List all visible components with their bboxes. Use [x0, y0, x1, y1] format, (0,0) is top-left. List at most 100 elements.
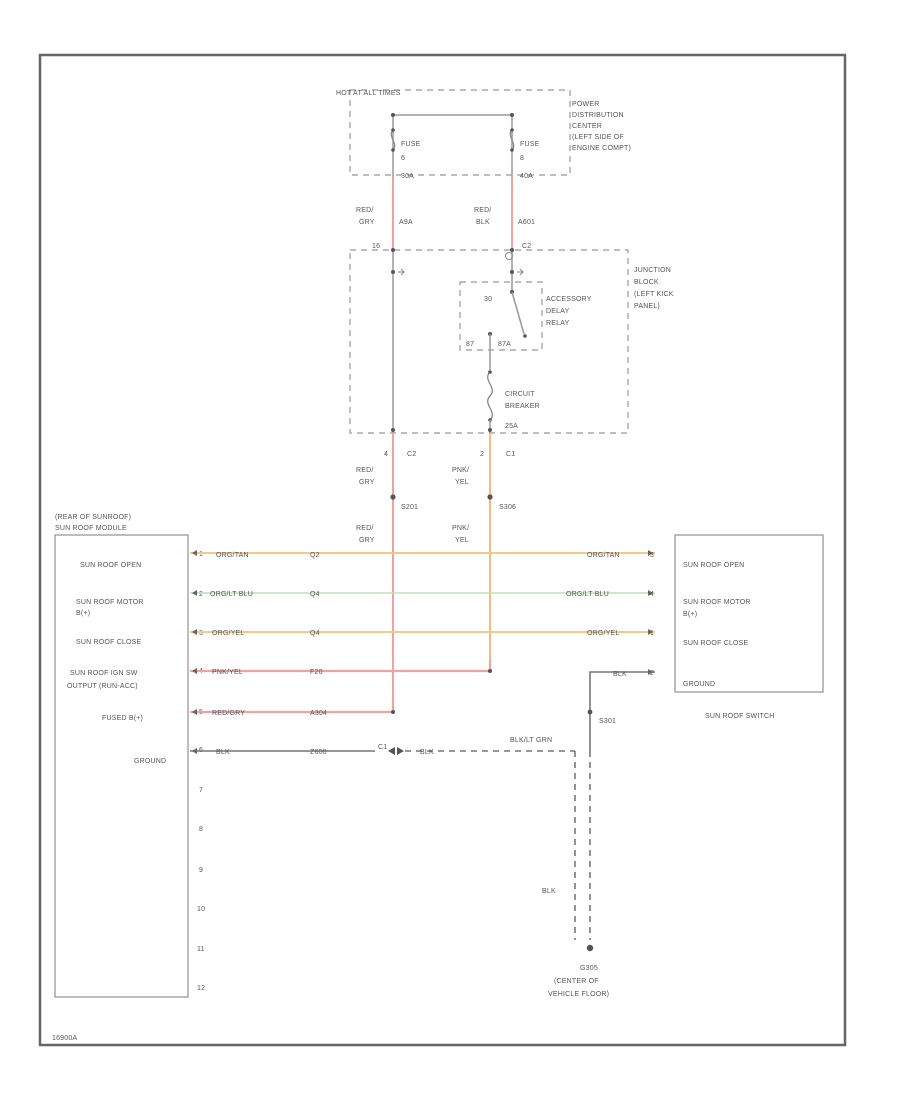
pdc-name-line-3: CENTER — [572, 123, 602, 130]
relay-pin-30: 30 — [484, 296, 492, 303]
harness-5-color-left: RED/GRY — [212, 710, 245, 717]
jb-out-left-pin: 4 — [384, 451, 388, 458]
module-pin-2-label-1: SUN ROOF MOTOR — [76, 599, 144, 606]
relay-name-line-1: ACCESSORY — [546, 296, 592, 303]
wire-a601-circuit: A601 — [518, 219, 535, 226]
fuse-left-label: FUSE — [401, 141, 421, 148]
jb-out-left-conn: C2 — [407, 451, 416, 458]
switch-label-close: SUN ROOF CLOSE — [683, 640, 749, 647]
harness-6-color-right: BLK — [420, 749, 434, 756]
wire-a9a-color-2: GRY — [359, 219, 375, 226]
wire-right-lower-color-2: YEL — [455, 537, 469, 544]
wire-a9a-circuit: A9A — [399, 219, 413, 226]
fuse-right-rating: 40A — [520, 173, 533, 180]
sun-roof-switch: SUN ROOF OPEN SUN ROOF MOTOR B(+) SUN RO… — [674, 534, 824, 720]
f20-junction-dot — [488, 669, 492, 673]
ground-wire-label: BLK/LT GRN — [510, 737, 552, 744]
relay-name-line-2: DELAY — [546, 308, 570, 315]
switch-label-ground: GROUND — [683, 681, 715, 688]
harness-2-color-right: ORG/LT BLU — [566, 591, 609, 598]
wire-left-lower-color-2: GRY — [359, 537, 375, 544]
harness-6-color-left: BLK — [216, 749, 230, 756]
harness-1-color-right: ORG/TAN — [587, 552, 620, 559]
breaker-name-line-1: CIRCUIT — [505, 391, 535, 398]
relay-name-line-3: RELAY — [546, 320, 570, 327]
jb-connector-left: 16 — [372, 243, 380, 250]
ground-id: G305 — [580, 965, 598, 972]
splice-s301 — [587, 709, 593, 715]
harness-3-color-right: ORG/YEL — [587, 630, 620, 637]
diagram-code: 16900A — [52, 1035, 77, 1042]
wire-left-lower-color-1: RED/ — [356, 525, 374, 532]
jb-connector-right: C2 — [522, 243, 531, 250]
harness-4-color-left: PNK/YEL — [212, 669, 243, 676]
sun-roof-module: (REAR OF SUNROOF) SUN ROOF MODULE SUN RO… — [54, 514, 205, 998]
fuse-left-rating: 30A — [401, 173, 414, 180]
switch-label-motor-1: SUN ROOF MOTOR — [683, 599, 751, 606]
module-pin-3: 3 — [199, 630, 203, 637]
module-pin-1-label: SUN ROOF OPEN — [80, 562, 141, 569]
module-pin-4-label-2: OUTPUT (RUN-ACC) — [67, 683, 138, 690]
splice-s201 — [390, 494, 396, 500]
harness-4-circuit: F20 — [310, 669, 323, 676]
module-pin-3-label: SUN ROOF CLOSE — [76, 639, 142, 646]
switch-label-open: SUN ROOF OPEN — [683, 562, 744, 569]
splice-s201-label: S201 — [401, 504, 418, 511]
fuse-left-symbol — [390, 129, 396, 151]
module-pin-11: 11 — [197, 946, 205, 953]
harness-3-circuit: Q4 — [310, 630, 320, 637]
ground-location-line-2: VEHICLE FLOOR) — [548, 991, 609, 998]
module-pin-5-label: FUSED B(+) — [102, 715, 143, 722]
relay-pin-87: 87 — [466, 341, 474, 348]
pdc-name-line-5: ENGINE COMPT) — [572, 145, 631, 152]
harness-6-connector: C1 — [378, 744, 387, 751]
module-title-line-2: SUN ROOF MODULE — [55, 525, 127, 532]
power-distribution-center: HOT AT ALL TIMES POWER DISTRIBUTION CENT… — [336, 89, 631, 180]
harness-pin-arrows-left — [192, 550, 653, 754]
switch-pin-3: 3 — [650, 552, 654, 559]
module-pin-12: 12 — [197, 985, 205, 992]
module-pin-9: 9 — [199, 867, 203, 874]
a304-junction-dot — [391, 710, 395, 714]
splice-s301-label: S301 — [599, 718, 616, 725]
wire-right-lower-color-1: PNK/ — [452, 525, 469, 532]
hot-at-all-times-label: HOT AT ALL TIMES — [336, 90, 401, 97]
breaker-name-line-3: 25A — [505, 423, 518, 430]
wire-left-color-2: GRY — [359, 479, 375, 486]
junction-block: 16 C2 JUNCTION BLOCK (LEFT KICK PANEL) 3… — [349, 243, 674, 434]
harness-5-circuit: A304 — [310, 710, 327, 717]
ground-g305-point — [586, 944, 594, 952]
wire-a601-color-2: BLK — [476, 219, 490, 226]
module-pin-4-label-1: SUN ROOF IGN SW — [70, 670, 138, 677]
fuse-left-number: 6 — [401, 155, 405, 162]
switch-pin-2: 2 — [650, 670, 654, 677]
module-pin-7: 7 — [199, 787, 203, 794]
module-pin-1: 1 — [199, 551, 203, 558]
diagram-frame — [38, 53, 847, 1047]
module-pin-10: 10 — [197, 906, 205, 913]
harness-6-circuit: Z600 — [310, 749, 327, 756]
wire-switch-ground — [589, 671, 655, 751]
breaker-name-line-2: BREAKER — [505, 403, 540, 410]
wire-left-color-1: RED/ — [356, 467, 374, 474]
splice-s306-label: S306 — [499, 504, 516, 511]
switch-ground-wire-color: BLK — [613, 671, 627, 678]
jb-name-line-4: PANEL) — [634, 303, 660, 310]
fuse-right-number: 8 — [520, 155, 524, 162]
jb-name-line-2: BLOCK — [634, 279, 659, 286]
ground-location-line-1: (CENTER OF — [554, 978, 599, 985]
pdc-name-line-4: (LEFT SIDE OF — [572, 134, 624, 141]
jb-out-right-conn: C1 — [506, 451, 515, 458]
harness-2-circuit: Q4 — [310, 591, 320, 598]
jb-name-line-3: (LEFT KICK — [634, 291, 674, 298]
fuse-right-label: FUSE — [520, 141, 540, 148]
module-title-line-1: (REAR OF SUNROOF) — [55, 514, 131, 521]
pdc-name-line-2: DISTRIBUTION — [572, 112, 624, 119]
jb-name-line-1: JUNCTION — [634, 267, 671, 274]
pdc-name-line-1: POWER — [572, 101, 599, 108]
module-pin-6-label: GROUND — [134, 758, 166, 765]
module-pin-2: 2 — [199, 591, 203, 598]
switch-name: SUN ROOF SWITCH — [705, 713, 775, 720]
wire-a9a-color-1: RED/ — [356, 207, 374, 214]
